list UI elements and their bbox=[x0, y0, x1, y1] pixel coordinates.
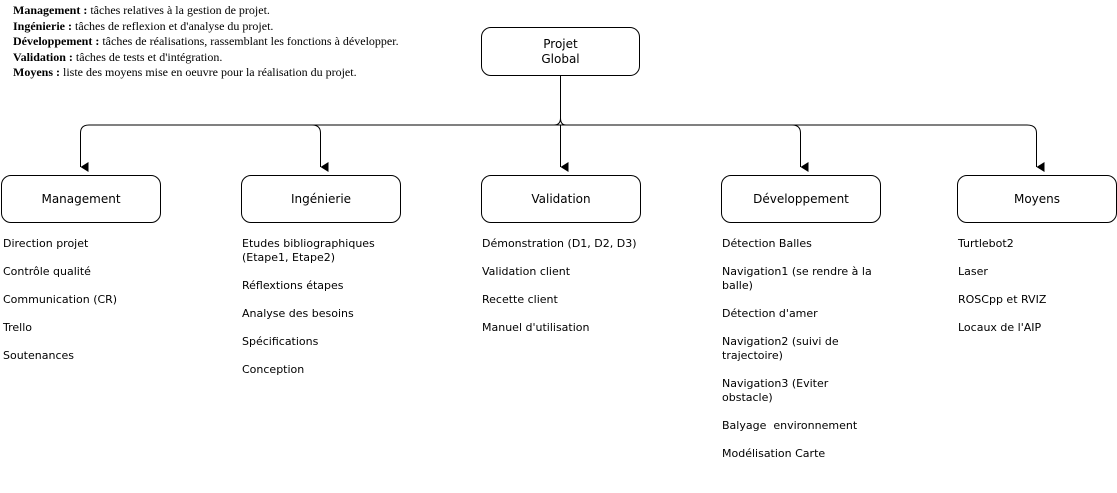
items-validation: Démonstration (D1, D2, D3) Validation cl… bbox=[482, 237, 642, 349]
branch-label: Validation bbox=[531, 191, 591, 206]
connector-management bbox=[80, 124, 90, 172]
legend-line-ingenierie: Ingénierie : tâches de reflexion et d'an… bbox=[13, 18, 274, 33]
list-item: Analyse des besoins bbox=[242, 307, 354, 320]
list-item: Balyage environnement bbox=[722, 419, 858, 432]
list-item: Turtlebot2 bbox=[958, 237, 1014, 250]
list-item: Soutenances bbox=[3, 349, 74, 362]
branch-label: Management bbox=[41, 191, 121, 206]
branch-label: Ingénierie bbox=[290, 191, 352, 206]
items-moyens: Turtlebot2 Laser ROSCpp et RVIZ Locaux d… bbox=[958, 237, 1108, 349]
list-item: Navigation3 (Eviter obstacle) bbox=[722, 377, 829, 404]
list-item: ROSCpp et RVIZ bbox=[958, 293, 1047, 306]
list-item: Modélisation Carte bbox=[722, 447, 826, 460]
list-item: Navigation2 (suivi de trajectoire) bbox=[722, 335, 839, 362]
connector-developpement bbox=[791, 124, 809, 172]
list-item: Trello bbox=[3, 321, 32, 334]
branch-ingenierie: Ingénierie bbox=[241, 175, 401, 223]
branch-label: Moyens bbox=[1013, 191, 1061, 206]
items-developpement: Détection Balles Navigation1 (se rendre … bbox=[722, 237, 874, 475]
list-item: Locaux de l'AIP bbox=[958, 321, 1042, 334]
list-item: Démonstration (D1, D2, D3) bbox=[482, 237, 637, 250]
legend-line-validation: Validation : tâches de tests et d'intégr… bbox=[13, 49, 223, 64]
branch-moyens: Moyens bbox=[957, 175, 1117, 223]
list-item: Contrôle qualité bbox=[3, 265, 91, 278]
list-item: Conception bbox=[242, 363, 305, 376]
list-item: Manuel d'utilisation bbox=[482, 321, 590, 334]
list-item: Spécifications bbox=[242, 335, 319, 348]
items-ingenierie: Etudes bibliographiques (Etape1, Etape2)… bbox=[242, 237, 392, 391]
root-label: Projet Global bbox=[541, 36, 580, 66]
items-management: Direction projet Contrôle qualité Commun… bbox=[3, 237, 153, 377]
legend-line-management: Management : tâches relatives à la gesti… bbox=[13, 3, 270, 17]
list-item: Réflextions étapes bbox=[242, 279, 344, 292]
list-item: Communication (CR) bbox=[3, 293, 118, 306]
branch-developpement: Développement bbox=[721, 175, 881, 223]
legend-line-moyens: Moyens : liste des moyens mise en oeuvre… bbox=[13, 65, 357, 80]
legend: Management : tâches relatives à la gesti… bbox=[13, 3, 399, 81]
list-item: Laser bbox=[958, 265, 988, 278]
list-item: Détection Balles bbox=[722, 237, 812, 250]
branch-validation: Validation bbox=[481, 175, 641, 223]
root-node: Projet Global bbox=[481, 27, 640, 76]
list-item: Direction projet bbox=[3, 237, 89, 250]
branch-management: Management bbox=[1, 175, 161, 223]
list-item: Recette client bbox=[482, 293, 558, 306]
list-item: Navigation1 (se rendre à la balle) bbox=[722, 265, 872, 292]
list-item: Etudes bibliographiques (Etape1, Etape2) bbox=[242, 237, 375, 264]
connector-ingenierie bbox=[311, 124, 329, 172]
list-item: Validation client bbox=[482, 265, 571, 278]
branch-label: Développement bbox=[753, 191, 849, 206]
connector-moyens bbox=[1026, 124, 1045, 172]
root-stem bbox=[553, 76, 567, 126]
legend-line-developpement: Développement : tâches de réalisations, … bbox=[13, 34, 399, 49]
list-item: Détection d'amer bbox=[722, 307, 818, 320]
